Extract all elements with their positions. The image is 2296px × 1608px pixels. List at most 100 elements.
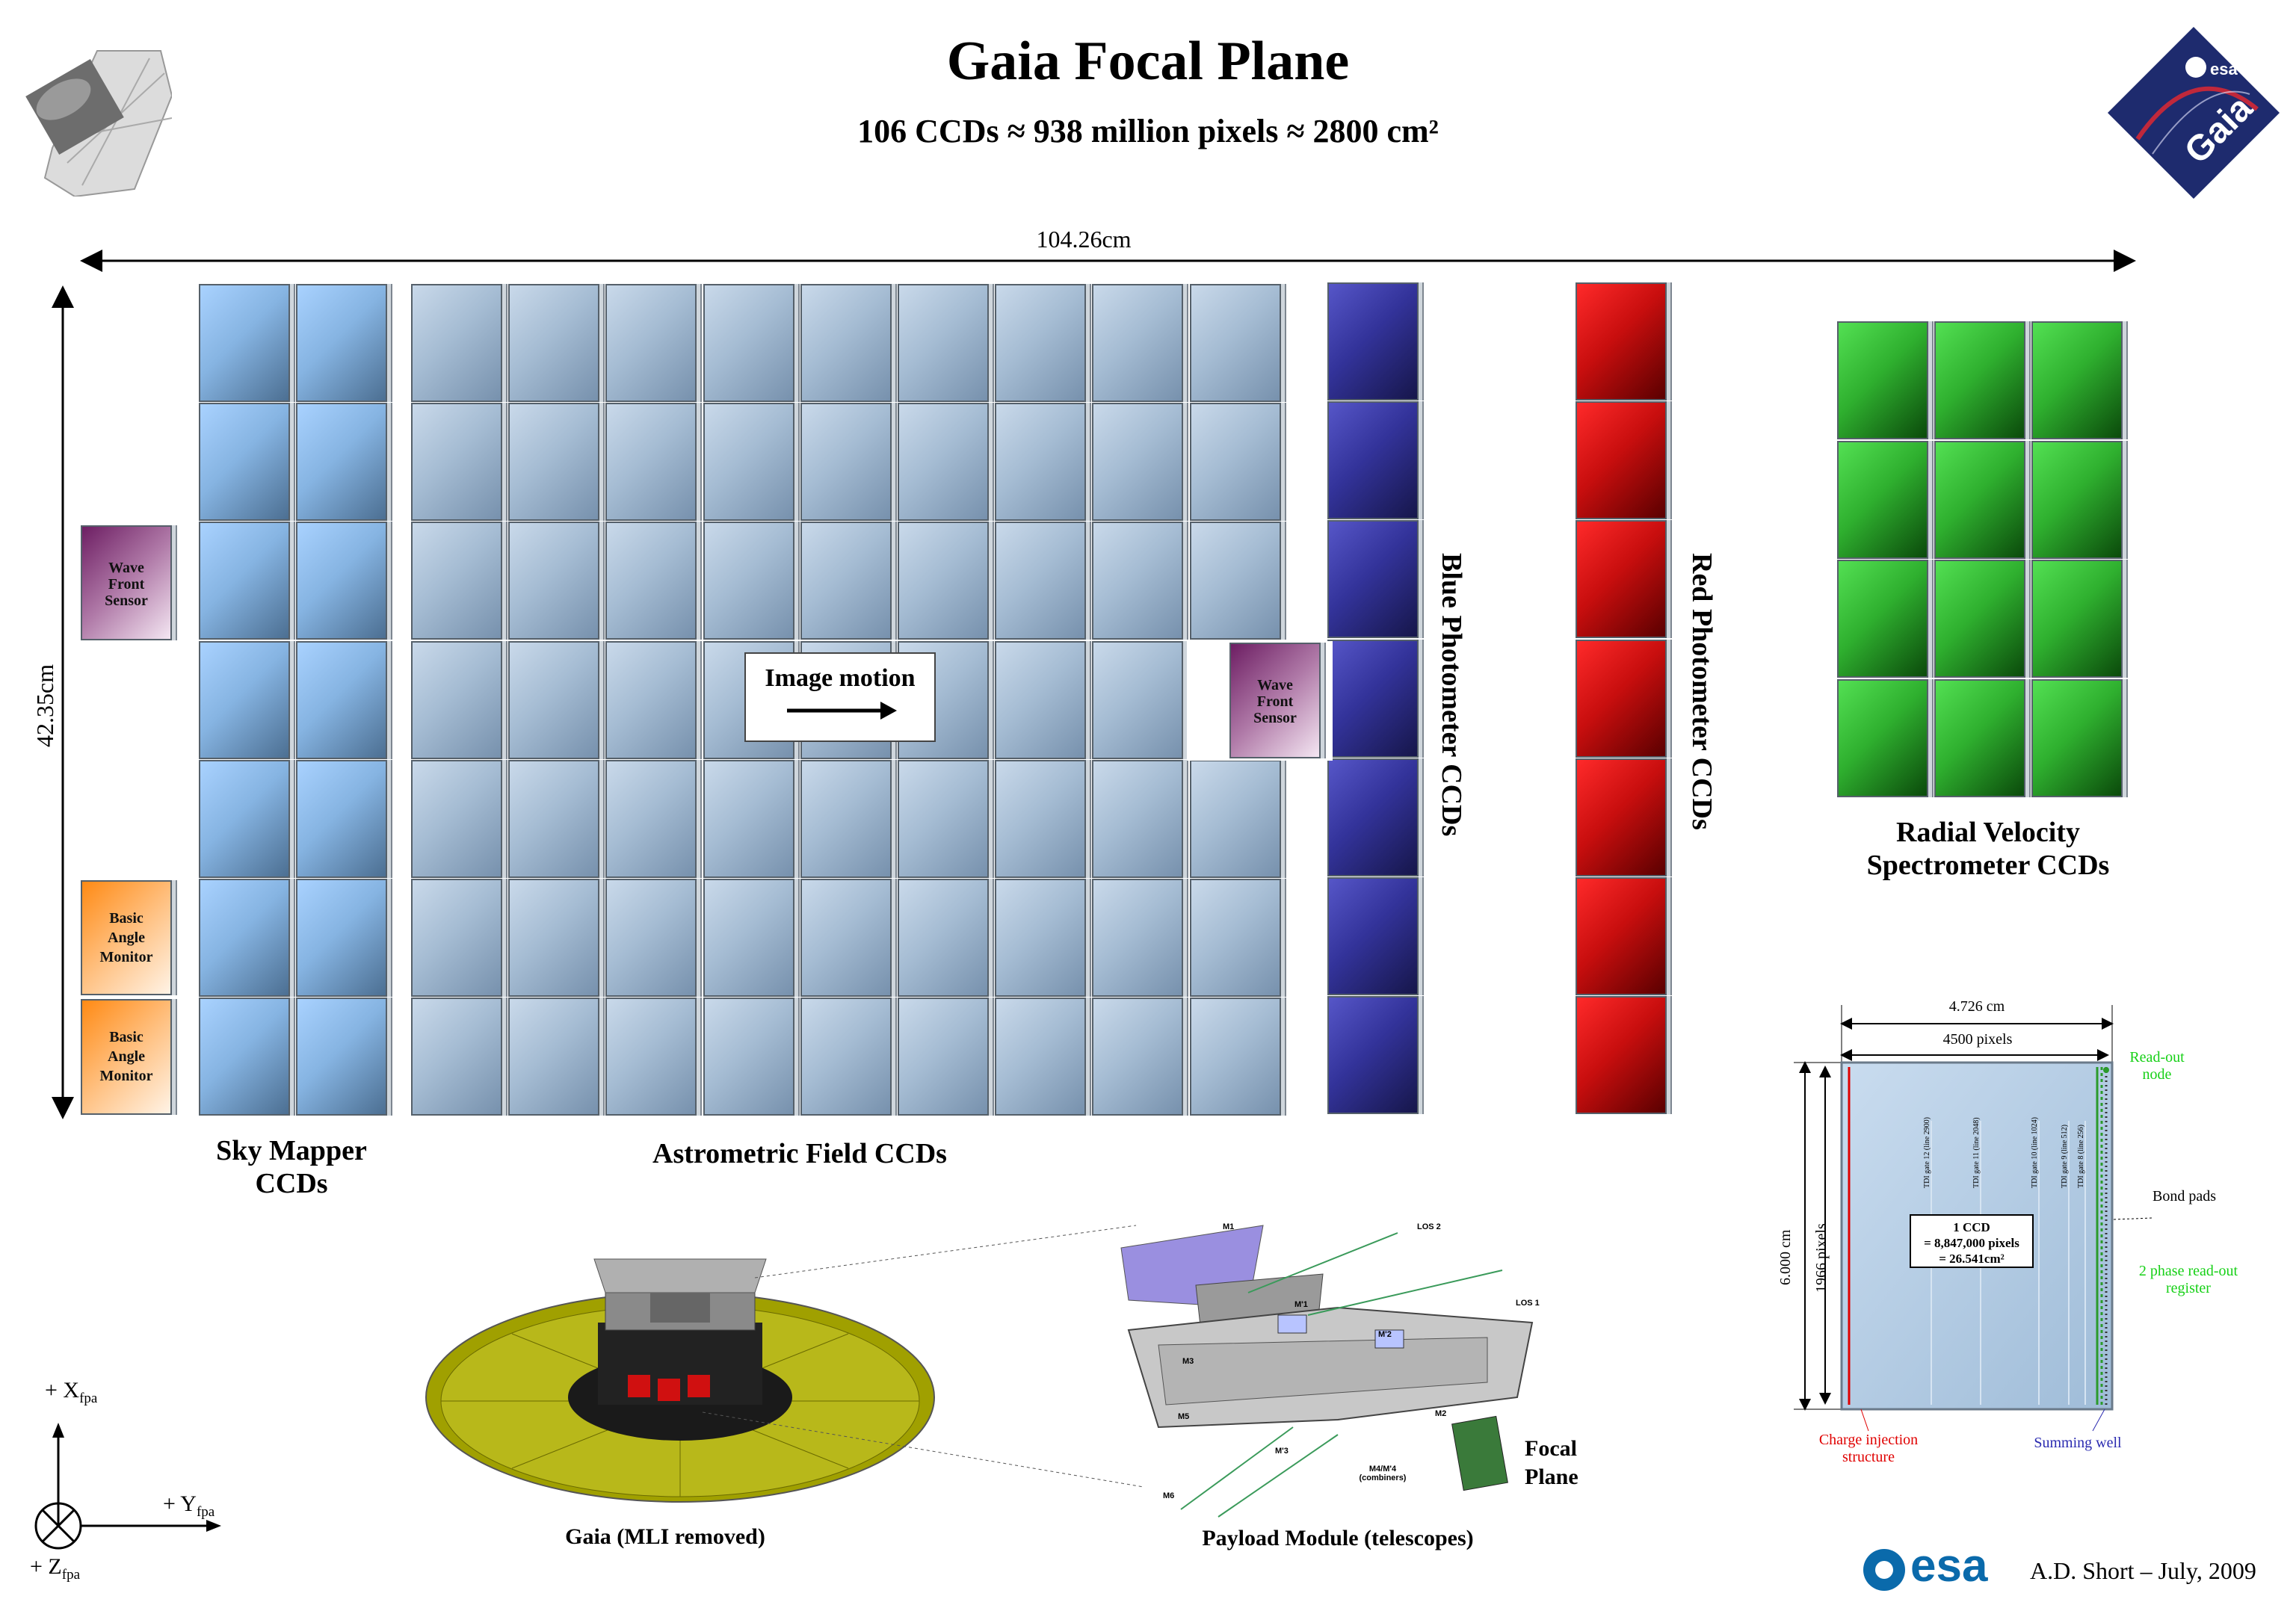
astrometric-ccd	[800, 998, 892, 1116]
astrometric-ccd	[703, 522, 794, 640]
gaia-logo: Gaia esa	[2108, 27, 2280, 199]
mirror-m3-label: M3	[1182, 1357, 1194, 1366]
mirror-m1-label: M1	[1223, 1222, 1235, 1231]
width-dimension-label: 104.26cm	[1036, 226, 1132, 253]
rvs-ccd	[1934, 321, 2025, 439]
astrometric-ccd	[995, 879, 1087, 997]
rvs-ccd	[2031, 440, 2123, 559]
sky-mapper-ccd	[296, 879, 387, 997]
astrometric-ccd	[800, 879, 892, 997]
astrometric-ccd	[605, 759, 697, 878]
esa-logo-text: esa	[1910, 1540, 1988, 1592]
astrometric-ccd	[1189, 759, 1281, 878]
astrometric-ccd	[898, 403, 989, 522]
astrometric-ccd	[1189, 998, 1281, 1116]
astrometric-ccd	[800, 522, 892, 640]
y-axis-label: + Yfpa	[163, 1491, 215, 1520]
astrometric-ccd	[898, 522, 989, 640]
astrometric-ccd	[898, 284, 989, 402]
astrometric-ccd	[508, 998, 600, 1116]
astrometric-ccd	[508, 640, 600, 759]
astrometric-ccd	[605, 522, 697, 640]
astrometric-ccd	[411, 403, 502, 522]
astrometric-ccd	[411, 284, 502, 402]
astrometric-ccd	[605, 403, 697, 522]
combiners-label: M4/M'4(combiners)	[1359, 1465, 1407, 1482]
ccd-summary-box: 1 CCD= 8,847,000 pixels= 26.541cm²	[1924, 1220, 2019, 1266]
image-motion-arrow-icon	[787, 702, 897, 720]
astrometric-ccd	[898, 759, 989, 878]
astrometric-ccd	[800, 759, 892, 878]
red-ccd	[1576, 639, 1667, 758]
astrometric-ccd	[1092, 403, 1184, 522]
astrometric-ccd	[605, 284, 697, 402]
sky-mapper-ccd	[296, 640, 387, 759]
blue-ccd	[1327, 401, 1419, 520]
astrometric-ccd	[703, 879, 794, 997]
astrometric-ccd	[605, 998, 697, 1116]
blue-ccd	[1327, 877, 1419, 995]
sky-mapper-ccd	[296, 759, 387, 878]
astrometric-ccd	[995, 403, 1087, 522]
los2-label: LOS 2	[1417, 1222, 1441, 1231]
astrometric-ccd	[995, 998, 1087, 1116]
fpa-axes-icon	[34, 1423, 221, 1550]
red-ccd	[1576, 758, 1667, 876]
astrometric-ccd	[1092, 640, 1184, 759]
astrometric-ccd	[508, 879, 600, 997]
sky-mapper-ccd	[199, 284, 290, 402]
los1-label: LOS 1	[1516, 1299, 1540, 1308]
mirror-m3p-label: M'3	[1275, 1447, 1289, 1456]
astrometric-ccd	[605, 640, 697, 759]
astrometric-ccd	[995, 284, 1087, 402]
esa-logo-icon	[1863, 1549, 1905, 1591]
astrometric-ccd	[411, 998, 502, 1116]
blue-ccd	[1327, 282, 1419, 401]
astrometric-ccd	[508, 403, 600, 522]
red-ccd	[1576, 520, 1667, 639]
sky-mapper-ccd	[296, 284, 387, 402]
rvs-ccd	[1837, 440, 1928, 559]
astrometric-ccd	[1189, 284, 1281, 402]
astrometric-ccd	[1092, 759, 1184, 878]
payload-module-illustration	[1120, 1225, 1534, 1518]
gaia-spacecraft-icon	[25, 50, 172, 197]
blue-photometer-label: Blue Photometer CCDs	[1436, 553, 1467, 837]
sky-mapper-ccd	[199, 759, 290, 878]
astrometric-ccd	[703, 759, 794, 878]
credit-text: A.D. Short – July, 2009	[2030, 1557, 2256, 1584]
astrometric-ccd	[995, 640, 1087, 759]
astrometric-ccd	[605, 879, 697, 997]
summing-well-label: Summing well	[2034, 1435, 2122, 1451]
ccd-detail-diagram	[1794, 1005, 2153, 1432]
astrometric-label: Astrometric Field CCDs	[652, 1138, 947, 1169]
blue-ccd	[1327, 996, 1419, 1115]
astrometric-ccd	[1092, 998, 1184, 1116]
rvs-ccd	[2031, 560, 2123, 678]
sky-mapper-ccd	[296, 998, 387, 1116]
gaia-spacecraft-illustration	[425, 1258, 935, 1503]
rvs-ccd	[1934, 560, 2025, 678]
rvs-ccd	[1934, 440, 2025, 559]
astrometric-ccd	[508, 522, 600, 640]
sky-mapper-ccd	[199, 522, 290, 640]
astrometric-ccd	[995, 759, 1087, 878]
rvs-ccd	[1837, 678, 1928, 797]
red-ccd	[1576, 877, 1667, 995]
astrometric-ccd	[800, 403, 892, 522]
ccd-width-px-label: 4500 pixels	[1942, 1031, 2013, 1048]
astrometric-ccd	[898, 998, 989, 1116]
x-axis-label: + Xfpa	[45, 1378, 98, 1406]
astrometric-ccd	[411, 759, 502, 878]
sky-mapper-ccd	[199, 879, 290, 997]
astrometric-ccd	[800, 284, 892, 402]
astrometric-ccd	[508, 284, 600, 402]
bond-pads-label: Bond pads	[2152, 1188, 2216, 1205]
blue-ccd	[1327, 758, 1419, 876]
